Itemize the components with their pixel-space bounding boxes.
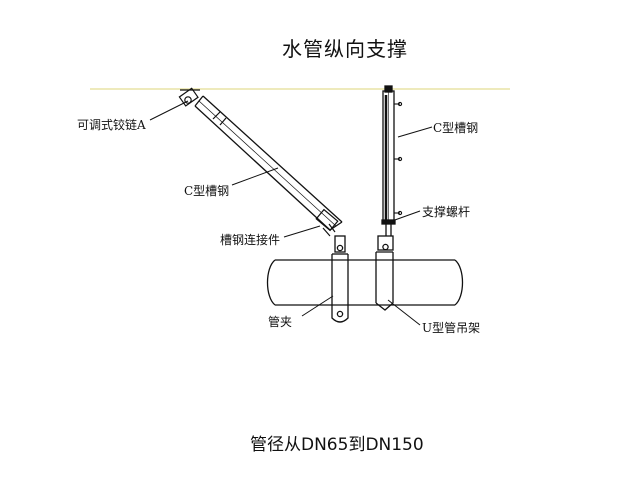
u-pipe-hanger: [375, 235, 394, 311]
label-u-hanger: U型管吊架: [422, 321, 481, 335]
diagonal-c-channel: [194, 95, 343, 231]
clamp-leader: [301, 295, 334, 317]
diagonal-channel-slots: [212, 111, 227, 126]
vertical-channel-bolts: [394, 101, 403, 216]
channel-left-leader: [231, 167, 279, 186]
connector-leader: [283, 225, 321, 238]
label-pipe-clamp: 管夹: [268, 315, 293, 329]
channel-right-leader: [397, 126, 433, 138]
leader-lines: [149, 100, 433, 326]
label-c-channel-left: C型槽钢: [184, 184, 230, 198]
label-support-rod: 支撑螺杆: [422, 205, 471, 219]
diagram-title: 水管纵向支撑: [282, 37, 408, 61]
water-pipe: [266, 259, 464, 306]
adjustable-hinge-a: [178, 87, 200, 107]
support-rod: [381, 219, 396, 236]
label-c-channel-right: C型槽钢: [433, 121, 479, 135]
label-channel-connector: 槽钢连接件: [220, 233, 281, 247]
diameter-range-caption: 管径从DN65到DN150: [250, 435, 424, 455]
label-adjustable-hinge: 可调式铰链A: [77, 118, 146, 132]
hanger-leader: [387, 299, 421, 326]
vertical-c-channel: [382, 85, 395, 224]
channel-connector: [315, 208, 339, 237]
hinge-leader: [149, 100, 189, 121]
rod-leader: [391, 210, 421, 222]
left-pipe-clamp: [331, 235, 349, 323]
